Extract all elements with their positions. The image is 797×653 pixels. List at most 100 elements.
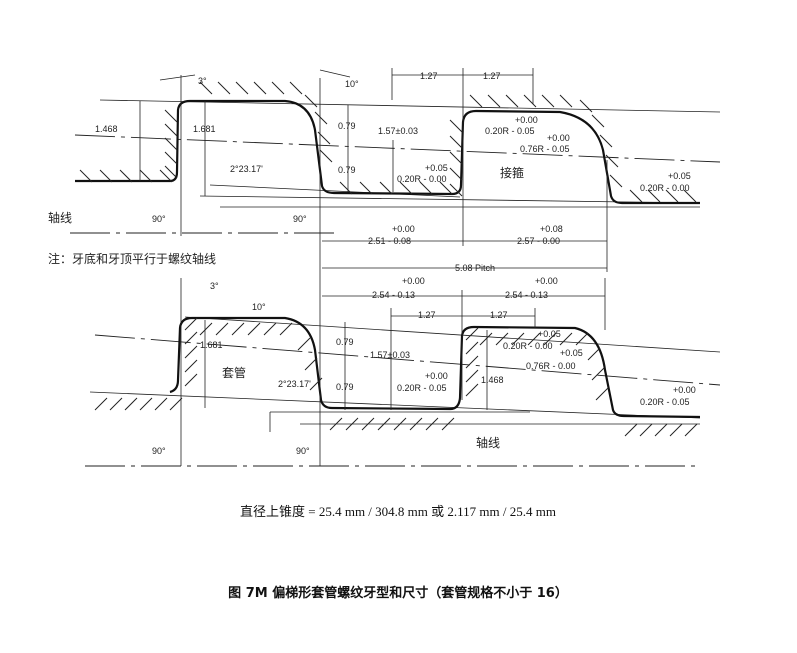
- bottom-dim-079-a: 0.79: [336, 337, 354, 347]
- top-r-root-left: 0.20R - 0.00: [397, 174, 447, 184]
- hatch-mark: [164, 109, 178, 123]
- hatch-mark: [184, 331, 198, 345]
- hatch-mark: [99, 169, 113, 183]
- hatch-mark: [605, 154, 619, 168]
- hatch-mark: [559, 94, 573, 108]
- hatch-mark: [339, 181, 353, 195]
- bottom-pipe-profile: [85, 275, 721, 467]
- bottom-r-root: 0.20R - 0.05: [397, 383, 447, 393]
- hatch-mark: [624, 423, 638, 437]
- top-labels: 3° 10° 1.27 1.27 1.468 1.681 0.79 0.79 1…: [48, 71, 691, 273]
- hatch-mark: [425, 417, 439, 431]
- figure-title: 图 7M 偏梯形套管螺纹牙型和尺寸（套管规格不小于 16）: [228, 585, 568, 601]
- note-text: 注：牙底和牙顶平行于螺纹轴线: [48, 251, 216, 266]
- bottom-r-root-right: 0.20R - 0.05: [640, 397, 690, 407]
- bottom-dim-254b-tol: +0.00: [535, 276, 558, 286]
- hatch-mark: [119, 169, 133, 183]
- bottom-pitch-line: [94, 334, 721, 386]
- top-coupling-profile: [70, 68, 721, 275]
- hatch-mark: [449, 183, 463, 197]
- hatch-mark: [559, 332, 573, 346]
- angle-3-leader: [159, 74, 196, 81]
- hatch-mark: [361, 417, 375, 431]
- coupling-thread-outline: [75, 99, 700, 205]
- hatch-mark: [184, 345, 198, 359]
- taper-caption: 直径上锥度 = 25.4 mm / 304.8 mm 或 2.117 mm / …: [240, 504, 556, 519]
- top-angle-90-b: 90°: [293, 214, 307, 224]
- bottom-dim-254a: 2.54 - 0.13: [372, 290, 415, 300]
- hatch-mark: [575, 332, 589, 346]
- top-dim-257-tol: +0.08: [540, 224, 563, 234]
- bottom-dim-254a-tol: +0.00: [402, 276, 425, 286]
- hatch-mark: [304, 357, 318, 371]
- hatch-mark: [247, 322, 261, 336]
- hatch-mark: [319, 149, 333, 163]
- hatch-mark: [609, 174, 623, 188]
- hatch-mark: [409, 417, 423, 431]
- bottom-hatching: [94, 317, 698, 437]
- hatch-mark: [591, 114, 605, 128]
- top-angle-10: 10°: [345, 79, 359, 89]
- hatch-mark: [314, 111, 328, 125]
- hatch-mark: [164, 165, 178, 179]
- hatch-mark: [139, 397, 153, 411]
- hatch-mark: [465, 383, 479, 397]
- hatch-mark: [669, 423, 683, 437]
- bottom-dim-1681: 1.681: [200, 340, 223, 350]
- bottom-crest-line: [184, 316, 721, 353]
- bottom-axis-label: 轴线: [476, 435, 500, 450]
- hatch-mark: [164, 123, 178, 137]
- hatch-mark: [449, 167, 463, 181]
- hatch-mark: [465, 341, 479, 355]
- hatch-mark: [654, 423, 668, 437]
- hatch-mark: [297, 337, 311, 351]
- bottom-taper-angle: 2°23.17': [278, 379, 311, 389]
- bottom-r-076-tol: +0.05: [560, 348, 583, 358]
- hatch-mark: [253, 81, 267, 95]
- top-axis-label: 轴线: [48, 210, 72, 225]
- hatch-mark: [543, 332, 557, 346]
- hatch-mark: [215, 322, 229, 336]
- pitch-label: 5.08 Pitch: [455, 263, 495, 273]
- hatch-mark: [124, 397, 138, 411]
- bottom-dim-079-b: 0.79: [336, 382, 354, 392]
- hatch-mark: [94, 397, 108, 411]
- hatch-mark: [217, 81, 231, 95]
- top-dim-127-a: 1.27: [420, 71, 438, 81]
- top-dim-157: 1.57±0.03: [378, 126, 418, 136]
- hatch-mark: [599, 134, 613, 148]
- hatch-mark: [379, 181, 393, 195]
- hatch-mark: [199, 322, 213, 336]
- top-r-076-tol: +0.00: [547, 133, 570, 143]
- bottom-dim-127-a: 1.27: [418, 310, 436, 320]
- top-dim-1681: 1.681: [193, 124, 216, 134]
- top-angle-90-a: 90°: [152, 214, 166, 224]
- coupling-label: 接箍: [500, 165, 524, 180]
- bottom-dim-127-b: 1.27: [490, 310, 508, 320]
- hatch-mark: [595, 387, 609, 401]
- hatch-mark: [465, 327, 479, 341]
- hatch-mark: [279, 322, 293, 336]
- hatch-mark: [449, 135, 463, 149]
- hatch-mark: [579, 99, 593, 113]
- top-pitch-line: [74, 134, 721, 163]
- hatch-mark: [479, 332, 493, 346]
- hatch-mark: [154, 397, 168, 411]
- hatch-mark: [591, 367, 605, 381]
- hatch-mark: [235, 81, 249, 95]
- hatch-mark: [449, 151, 463, 165]
- top-r-crest: 0.20R - 0.05: [485, 126, 535, 136]
- hatch-mark: [289, 81, 303, 95]
- bottom-dim-254b: 2.54 - 0.13: [505, 290, 548, 300]
- hatch-mark: [164, 137, 178, 151]
- hatch-mark: [587, 347, 601, 361]
- top-dim-079-a: 0.79: [338, 121, 356, 131]
- hatch-mark: [184, 373, 198, 387]
- hatch-mark: [159, 169, 173, 183]
- top-r-root-right-tol: +0.05: [668, 171, 691, 181]
- hatch-mark: [511, 332, 525, 346]
- top-r-root-left-tol: +0.05: [425, 163, 448, 173]
- bottom-r-root-tol: +0.00: [425, 371, 448, 381]
